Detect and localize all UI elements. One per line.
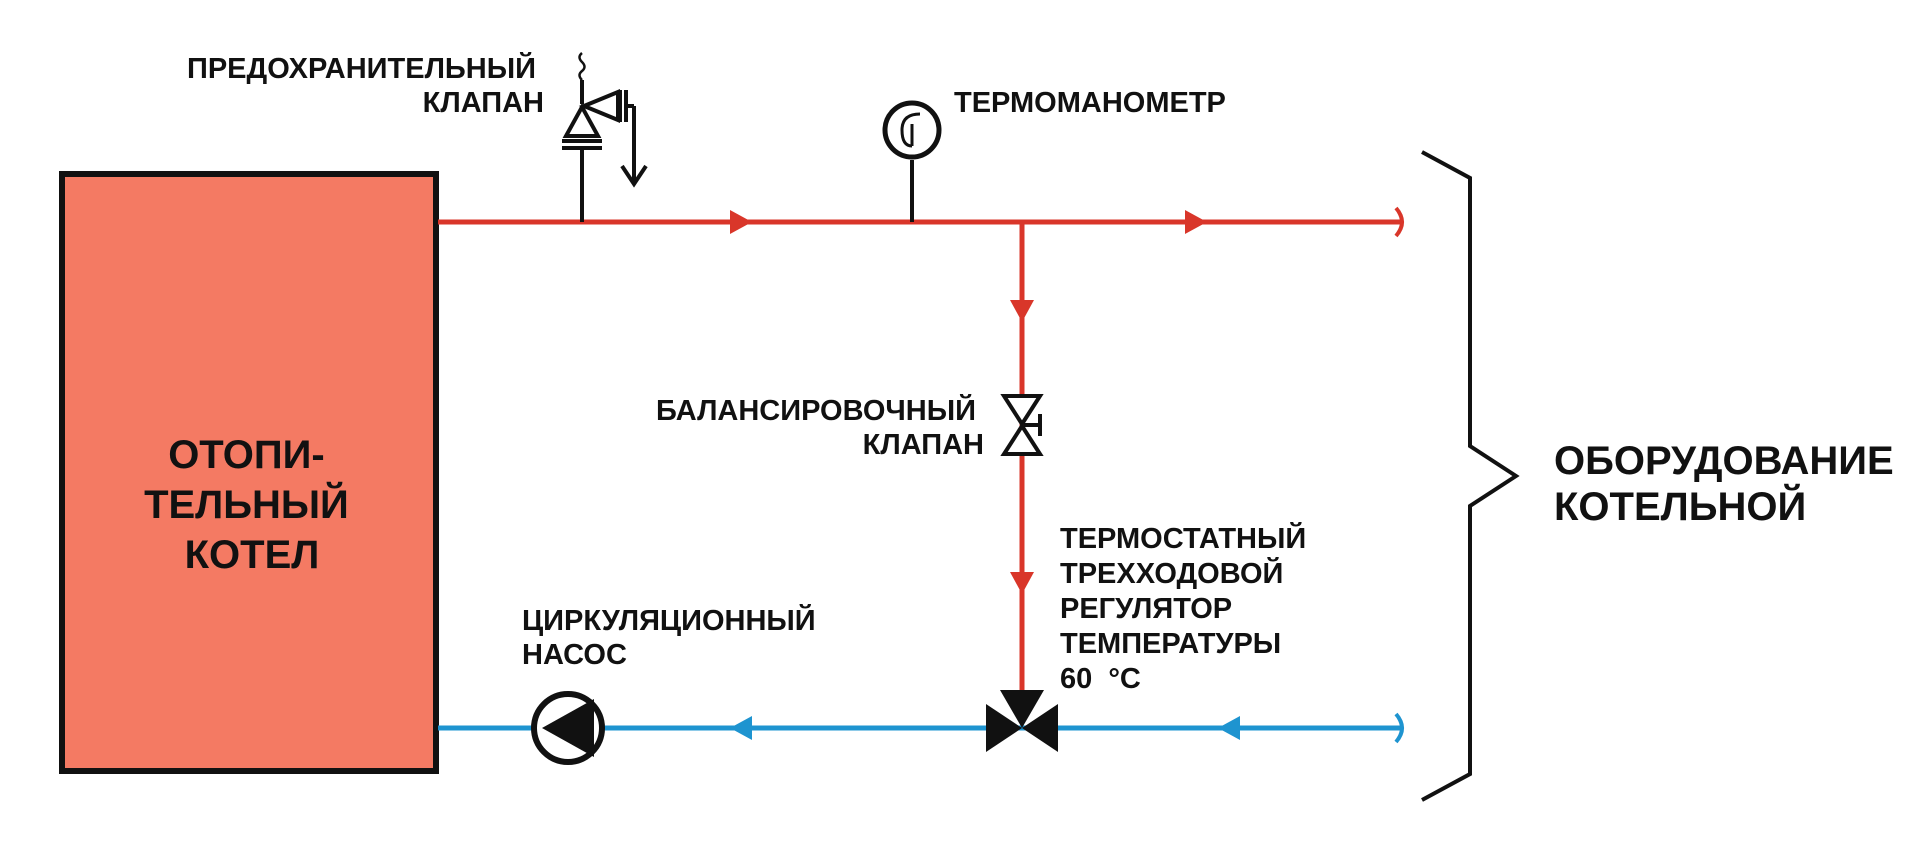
return-arrow-icon — [730, 716, 752, 740]
three-way-valve-icon — [986, 690, 1058, 752]
boiler-label: ОТОПИ- ТЕЛЬНЫЙ КОТЕЛ — [144, 433, 360, 577]
supply-arrow-icon — [1010, 300, 1034, 322]
pump-icon — [531, 691, 605, 765]
valve-icon — [1000, 394, 1044, 456]
supply-arrow-icon — [1010, 572, 1034, 594]
brace-icon — [1421, 150, 1520, 802]
balancing-valve-label: БАЛАНСИРОВОЧНЫЙ КЛАПАН — [656, 393, 984, 461]
circulation-pump-label: ЦИРКУЛЯЦИОННЫЙ НАСОС — [522, 603, 824, 671]
boiler-room-equipment-label: ОБОРУДОВАНИЕ КОТЕЛЬНОЙ — [1554, 439, 1905, 529]
gauge-icon — [882, 100, 942, 222]
thermostatic-regulator-label: ТЕРМОСТАТНЫЙ ТРЕХХОДОВОЙ РЕГУЛЯТОР ТЕМПЕ… — [1060, 521, 1314, 660]
supply-arrow-icon — [730, 210, 752, 234]
regulator-temperature: 60 °C — [1060, 663, 1141, 695]
boiler-box — [59, 171, 439, 774]
thermomanometer-label: ТЕРМОМАНОМЕТР — [954, 87, 1226, 119]
safety-valve-icon — [562, 52, 648, 222]
supply-arrow-icon — [1185, 210, 1207, 234]
return-arrow-icon — [1218, 716, 1240, 740]
safety-valve-label: ПРЕДОХРАНИТЕЛЬНЫЙ КЛАПАН — [187, 51, 544, 119]
